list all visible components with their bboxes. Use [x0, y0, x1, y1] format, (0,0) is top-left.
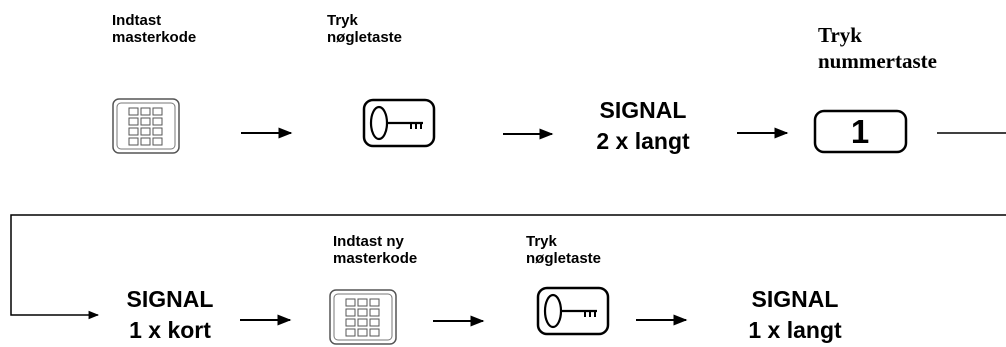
step-label-enter-mastercode: Indtast masterkode: [112, 12, 197, 46]
signal-text: SIGNAL 1 x kort: [126, 286, 214, 343]
step-label-press-number: Tryk nummertaste: [818, 23, 937, 73]
step-label-press-key: Tryk nøgletaste: [327, 12, 403, 46]
number-key-button: [813, 109, 908, 154]
keypad-icon: [329, 289, 397, 345]
step-label-press-key: Tryk nøgletaste: [526, 233, 602, 267]
key-icon: [536, 286, 610, 336]
key-icon: [362, 98, 436, 148]
signal-text: SIGNAL 2 x langt: [596, 97, 690, 154]
number-key-label: 1: [851, 113, 869, 150]
step-label-enter-new-mastercode: Indtast ny masterkode: [333, 233, 418, 267]
keypad-icon: [112, 98, 180, 154]
signal-text: SIGNAL 1 x langt: [748, 286, 842, 343]
connector-line: [10, 214, 1006, 320]
